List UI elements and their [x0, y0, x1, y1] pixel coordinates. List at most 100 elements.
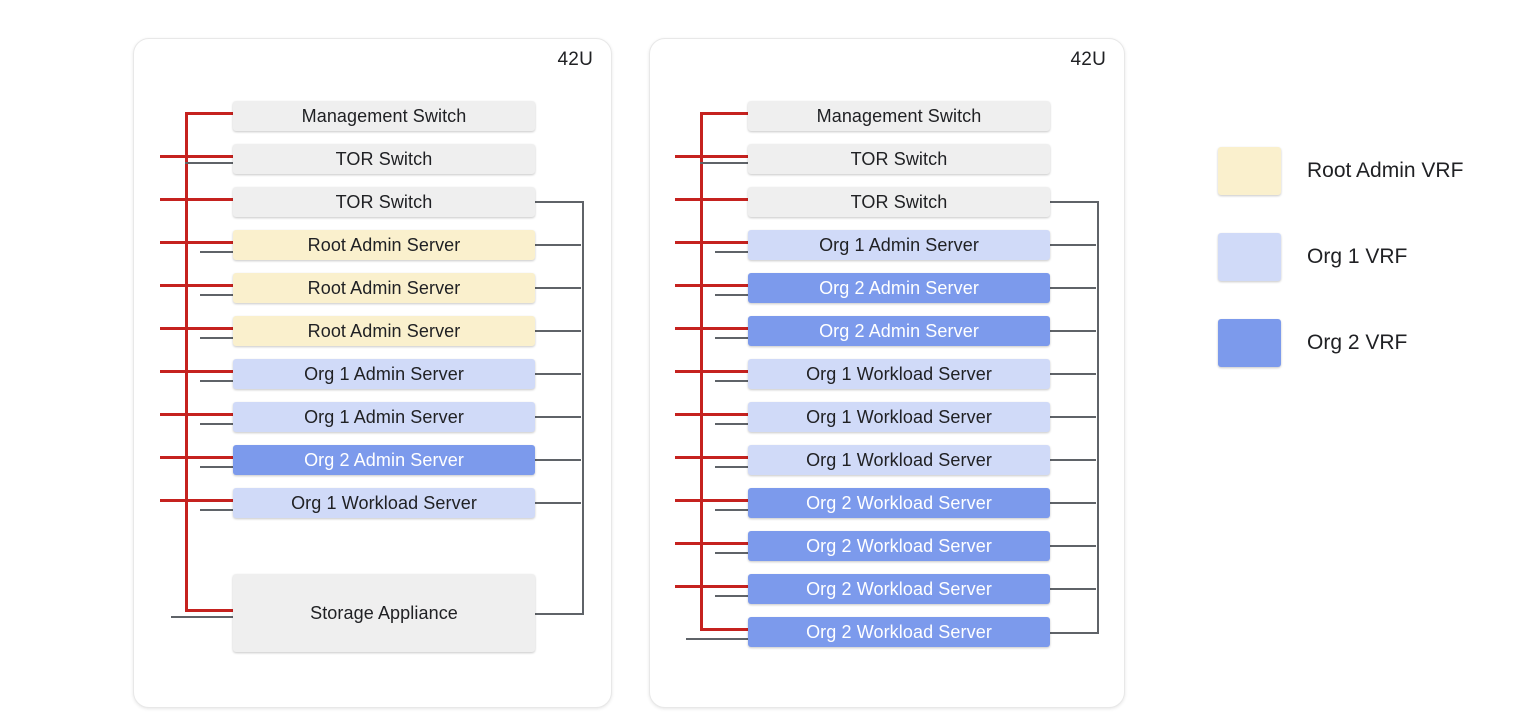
device-label: Org 1 Workload Server	[806, 406, 992, 427]
management-cable-stub	[675, 456, 748, 459]
data-cable-stub-right	[535, 502, 581, 504]
data-cable-stub-right	[535, 373, 581, 375]
data-cable-stub-left	[200, 294, 233, 296]
device-label: Org 1 Workload Server	[806, 449, 992, 470]
data-cable-stub-right	[1050, 416, 1096, 418]
device-box[interactable]: Storage Appliance	[233, 574, 535, 652]
management-cable-stub	[675, 499, 748, 502]
data-bus-bottom-run	[1050, 632, 1099, 634]
device-label: TOR Switch	[850, 148, 948, 169]
management-cable-stub	[160, 198, 233, 201]
device-box[interactable]: Management Switch	[748, 101, 1050, 131]
data-cable-stub-right	[1050, 588, 1096, 590]
rack-left-unit-label: 42U	[557, 49, 593, 70]
device-box[interactable]: Org 1 Workload Server	[748, 445, 1050, 475]
device-label: TOR Switch	[335, 191, 433, 212]
device-label: Management Switch	[301, 105, 467, 126]
data-cable-stub-left	[715, 595, 748, 597]
device-box[interactable]: Org 1 Admin Server	[748, 230, 1050, 260]
device-label: Root Admin Server	[307, 320, 461, 341]
data-cable-stub-right	[1050, 244, 1096, 246]
data-cable-stub-right	[535, 459, 581, 461]
management-cable-stub	[675, 284, 748, 287]
device-label: Org 2 Workload Server	[806, 492, 992, 513]
device-box[interactable]: Org 2 Admin Server	[233, 445, 535, 475]
data-cable-stub-right	[535, 416, 581, 418]
device-box[interactable]: TOR Switch	[748, 187, 1050, 217]
device-label: Org 1 Workload Server	[291, 492, 477, 513]
management-cable-stub	[185, 609, 233, 612]
data-cable-stub-right	[1050, 373, 1096, 375]
legend-label: Root Admin VRF	[1307, 159, 1464, 182]
management-cable-stub	[675, 327, 748, 330]
legend-item: Org 1 VRF	[1218, 226, 1508, 288]
device-box[interactable]: Org 1 Admin Server	[233, 359, 535, 389]
device-label: Org 1 Admin Server	[819, 234, 979, 255]
device-label: Root Admin Server	[307, 277, 461, 298]
management-cable-stub	[675, 585, 748, 588]
device-box[interactable]: Management Switch	[233, 101, 535, 131]
device-box[interactable]: Org 2 Admin Server	[748, 316, 1050, 346]
device-box[interactable]: Org 1 Workload Server	[748, 402, 1050, 432]
device-box[interactable]: Org 2 Admin Server	[748, 273, 1050, 303]
device-box[interactable]: TOR Switch	[233, 187, 535, 217]
data-cable-stub-right	[535, 244, 581, 246]
management-cable-stub	[160, 284, 233, 287]
data-cable-stub-left	[715, 337, 748, 339]
device-label: Org 2 Workload Server	[806, 621, 992, 642]
data-bus-top-run	[535, 201, 584, 203]
device-box[interactable]: Root Admin Server	[233, 273, 535, 303]
data-bus-bottom-run	[535, 613, 584, 615]
device-label: Org 1 Admin Server	[304, 363, 464, 384]
legend-swatch	[1218, 147, 1281, 195]
management-cable-stub	[675, 155, 748, 158]
device-box[interactable]: TOR Switch	[748, 144, 1050, 174]
device-label: Org 2 Workload Server	[806, 535, 992, 556]
management-cable-stub	[675, 198, 748, 201]
management-cable-stub	[700, 112, 748, 115]
data-cable-stub-right	[1050, 459, 1096, 461]
device-box[interactable]: Org 1 Admin Server	[233, 402, 535, 432]
device-box[interactable]: Root Admin Server	[233, 230, 535, 260]
management-cable-stub	[185, 112, 233, 115]
device-box[interactable]: Org 2 Workload Server	[748, 488, 1050, 518]
data-cable-stub-left	[715, 509, 748, 511]
device-label: Storage Appliance	[310, 602, 458, 623]
data-cable-stub-left	[686, 638, 748, 640]
device-label: Org 2 Admin Server	[819, 320, 979, 341]
device-box[interactable]: Root Admin Server	[233, 316, 535, 346]
device-label: Org 2 Workload Server	[806, 578, 992, 599]
management-cable-stub	[675, 413, 748, 416]
data-cable-stub-left	[185, 162, 233, 164]
device-label: Root Admin Server	[307, 234, 461, 255]
data-cable-stub-right	[1050, 287, 1096, 289]
data-cable-stub-left	[200, 337, 233, 339]
legend-label: Org 1 VRF	[1307, 245, 1408, 268]
management-cable-stub	[675, 370, 748, 373]
device-box[interactable]: Org 2 Workload Server	[748, 574, 1050, 604]
device-box[interactable]: Org 1 Workload Server	[748, 359, 1050, 389]
device-box[interactable]: Org 2 Workload Server	[748, 531, 1050, 561]
device-label: Org 2 Admin Server	[304, 449, 464, 470]
data-cable-stub-left	[715, 466, 748, 468]
device-label: Org 1 Admin Server	[304, 406, 464, 427]
device-label: Org 2 Admin Server	[819, 277, 979, 298]
device-label: Management Switch	[816, 105, 982, 126]
device-box[interactable]: Org 1 Workload Server	[233, 488, 535, 518]
data-cable-stub-left	[171, 616, 233, 618]
device-label: Org 1 Workload Server	[806, 363, 992, 384]
data-cable-stub-right	[1050, 502, 1096, 504]
management-cable-trunk	[185, 114, 188, 609]
data-cable-stub-right	[535, 287, 581, 289]
management-cable-stub	[160, 327, 233, 330]
management-cable-stub	[675, 542, 748, 545]
management-cable-stub	[160, 241, 233, 244]
legend-item: Root Admin VRF	[1218, 140, 1508, 202]
device-box[interactable]: TOR Switch	[233, 144, 535, 174]
device-label: TOR Switch	[335, 148, 433, 169]
data-cable-stub-left	[200, 509, 233, 511]
management-cable-stub	[700, 628, 748, 631]
device-box[interactable]: Org 2 Workload Server	[748, 617, 1050, 647]
data-cable-stub-left	[715, 552, 748, 554]
data-cable-stub-left	[715, 423, 748, 425]
